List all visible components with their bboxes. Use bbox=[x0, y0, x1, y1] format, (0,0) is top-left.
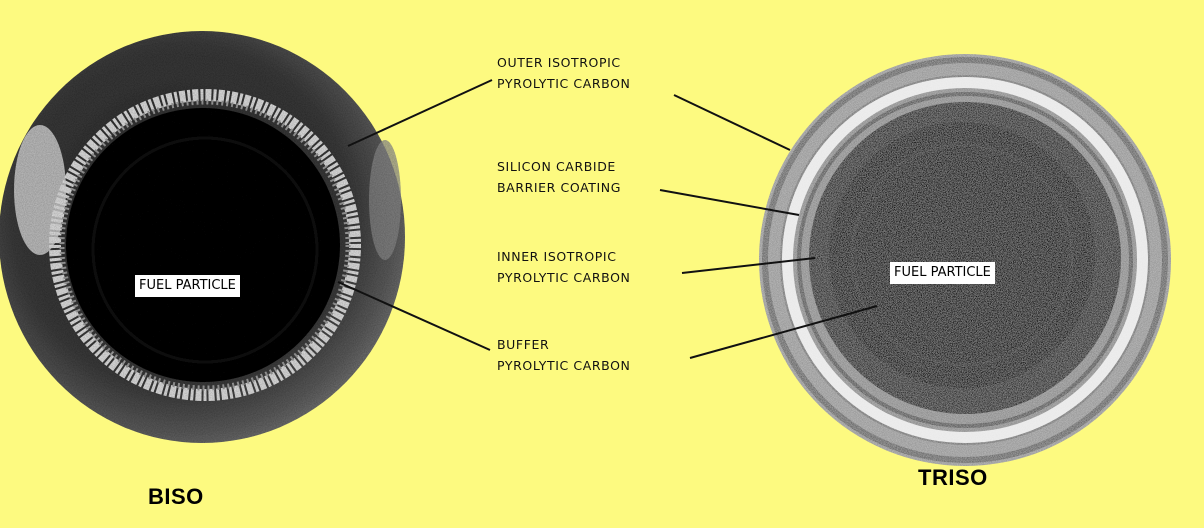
label-buffer-line1: BUFFER bbox=[497, 334, 631, 355]
leader-outer-to-triso bbox=[674, 95, 790, 150]
biso-particle bbox=[0, 31, 405, 443]
label-inner-isotropic: INNER ISOTROPIC PYROLYTIC CARBON bbox=[497, 246, 631, 288]
triso-particle bbox=[759, 54, 1171, 466]
label-buffer: BUFFER PYROLYTIC CARBON bbox=[497, 334, 631, 376]
label-outer-isotropic: OUTER ISOTROPIC PYROLYTIC CARBON bbox=[497, 52, 631, 94]
label-inner-isotropic-line1: INNER ISOTROPIC bbox=[497, 246, 631, 267]
label-silicon-carbide: SILICON CARBIDE BARRIER COATING bbox=[497, 156, 621, 198]
label-inner-isotropic-line2: PYROLYTIC CARBON bbox=[497, 267, 631, 288]
biso-light-patch bbox=[14, 125, 66, 255]
label-silicon-carbide-line1: SILICON CARBIDE bbox=[497, 156, 621, 177]
label-outer-isotropic-line1: OUTER ISOTROPIC bbox=[497, 52, 631, 73]
biso-kernel bbox=[66, 108, 340, 382]
biso-fuel-particle-label: FUEL PARTICLE bbox=[135, 275, 240, 297]
biso-title: BISO bbox=[148, 484, 204, 510]
triso-title: TRISO bbox=[918, 465, 988, 491]
label-silicon-carbide-line2: BARRIER COATING bbox=[497, 177, 621, 198]
triso-fuel-particle-label: FUEL PARTICLE bbox=[890, 262, 995, 284]
leader-outer-to-biso bbox=[348, 80, 492, 146]
triso-kernel bbox=[829, 122, 1095, 388]
label-outer-isotropic-line2: PYROLYTIC CARBON bbox=[497, 73, 631, 94]
label-buffer-line2: PYROLYTIC CARBON bbox=[497, 355, 631, 376]
